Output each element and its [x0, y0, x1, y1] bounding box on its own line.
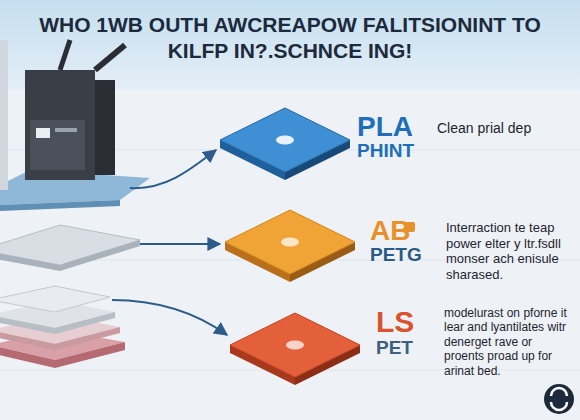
- description: Interraction te teap power elter y ltr.f…: [446, 220, 572, 282]
- plate-stack: [0, 286, 125, 368]
- grey-plate: [0, 225, 140, 271]
- blue-plate: [220, 108, 350, 180]
- logo: [544, 384, 574, 414]
- material-item: PLAPHINTClean prial dep: [357, 112, 572, 161]
- body-column: modelurast on pforne it lear and lyantil…: [444, 306, 570, 378]
- body-column: Clean prial dep: [437, 120, 572, 137]
- material-name: PHINT: [357, 141, 437, 161]
- orange-plate: [225, 210, 355, 282]
- material-item: LSPETmodelurast on pforne it lear and ly…: [376, 306, 570, 378]
- code-column: LSPET: [376, 306, 444, 357]
- material-item: ABPETGInterraction te teap power elter y…: [370, 216, 572, 282]
- title: WHO 1WB OUTH AWCREAPOW FALITSIONINT TO K…: [20, 12, 560, 64]
- description: Clean prial dep: [437, 120, 572, 137]
- code-column: ABPETG: [370, 216, 446, 265]
- description: modelurast on pforne it lear and lyantil…: [444, 306, 570, 378]
- material-name: PET: [376, 338, 444, 358]
- material-code: AB: [370, 216, 446, 245]
- material-code: PLA: [357, 112, 437, 141]
- body-column: Interraction te teap power elter y ltr.f…: [446, 220, 572, 282]
- material-name: PETG: [370, 245, 446, 265]
- flow-arrows: [112, 150, 227, 335]
- code-column: PLAPHINT: [357, 112, 437, 161]
- printer-illustration: [0, 40, 150, 211]
- red-plate: [230, 313, 360, 385]
- material-code: LS: [376, 306, 444, 338]
